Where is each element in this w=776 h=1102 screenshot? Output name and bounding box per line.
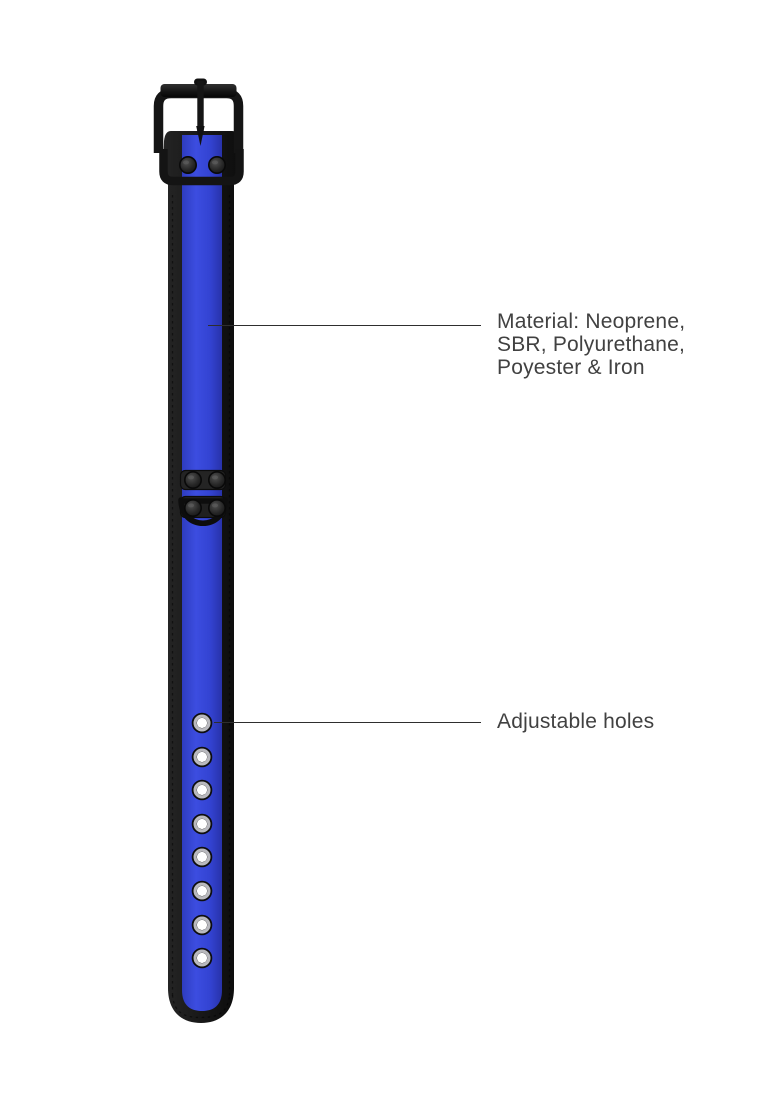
- rivet: [208, 498, 226, 518]
- keeper-loop: [159, 149, 244, 186]
- rivet: [179, 156, 197, 174]
- eyelet-hole: [190, 778, 214, 802]
- rivet: [208, 156, 226, 174]
- buckle-prong: [197, 81, 204, 131]
- strap: [162, 131, 241, 1023]
- strap-blue-inlay: [182, 183, 222, 1011]
- rivet: [184, 470, 202, 490]
- eyelet-hole: [190, 711, 214, 735]
- buckle: [153, 78, 244, 186]
- material-annotation-line-1: Material: Neoprene,: [497, 310, 686, 333]
- holes-annotation-line-1: Adjustable holes: [497, 710, 655, 733]
- rivet: [208, 470, 226, 490]
- material-leader-line: [208, 325, 481, 326]
- material-annotation-line-3: Poyester & Iron: [497, 356, 645, 379]
- holes-leader-line: [214, 722, 481, 723]
- rivet: [184, 498, 202, 518]
- eyelet-hole: [190, 745, 214, 769]
- material-annotation-line-2: SBR, Polyurethane,: [497, 333, 686, 356]
- eyelet-hole: [190, 845, 214, 869]
- eyelet-hole: [190, 946, 214, 970]
- stitching-bottom: [171, 994, 231, 1019]
- eyelet-hole: [190, 879, 214, 903]
- d-ring-assembly: [178, 469, 228, 526]
- eyelet-hole: [190, 812, 214, 836]
- buckle-prong-tip: [196, 126, 205, 146]
- material-annotation: Material: Neoprene, SBR, Polyurethane, P…: [497, 310, 685, 379]
- holes-annotation: Adjustable holes: [497, 710, 654, 733]
- eyelet-hole: [190, 913, 214, 937]
